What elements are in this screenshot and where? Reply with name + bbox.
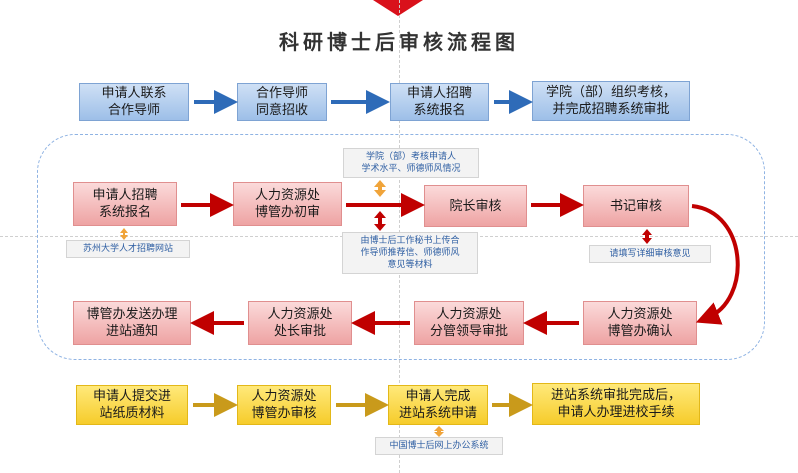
note-suzhou-recruitment-site: 苏州大学人才招聘网站 [66, 240, 190, 258]
connector-suzhou [120, 228, 128, 240]
step-online-application: 申请人完成 进站系统申请 [388, 385, 488, 425]
step-recruit-register-2: 申请人招聘 系统报名 [73, 182, 177, 226]
step-submit-paper: 申请人提交进 站纸质材料 [76, 385, 188, 425]
step-secretary-review: 书记审核 [583, 185, 689, 227]
step-hr-director-approval: 人力资源处 处长审批 [248, 301, 352, 345]
step-contact-supervisor: 申请人联系 合作导师 [79, 83, 189, 121]
step-hr-confirm: 人力资源处 博管办确认 [583, 301, 697, 345]
note-upload-materials: 由博士后工作秘书上传合 作导师推荐信、师德师风 意见等材料 [342, 232, 478, 274]
note-postdoc-system: 中国博士后网上办公系统 [375, 437, 503, 455]
connector-opinion [642, 229, 652, 244]
connector-system [434, 426, 444, 437]
step-hr-paper-review: 人力资源处 博管办审核 [237, 385, 331, 425]
connector-upload [374, 211, 386, 231]
step-entry-notice: 博管办发送办理 进站通知 [73, 301, 191, 345]
step-dean-review: 院长审核 [424, 185, 527, 227]
arrow-curve-down [691, 204, 740, 325]
note-review-opinion: 请填写详细审核意见 [589, 245, 711, 263]
page-title: 科研博士后审核流程图 [279, 30, 519, 54]
step-final-procedures: 进站系统审批完成后， 申请人办理进校手续 [532, 383, 700, 425]
step-recruit-register: 申请人招聘 系统报名 [390, 83, 489, 121]
review-process-frame [37, 134, 765, 360]
step-supervisor-agrees: 合作导师 同意招收 [237, 83, 327, 121]
step-hr-initial-review: 人力资源处 博管办初审 [233, 182, 342, 226]
note-college-exam: 学院（部）考核申请人 学术水平、师德师风情况 [343, 148, 479, 178]
connector-college-exam [374, 180, 386, 197]
top-triangle-decoration [373, 0, 423, 16]
step-college-exam: 学院（部）组织考核， 并完成招聘系统审批 [532, 81, 690, 121]
